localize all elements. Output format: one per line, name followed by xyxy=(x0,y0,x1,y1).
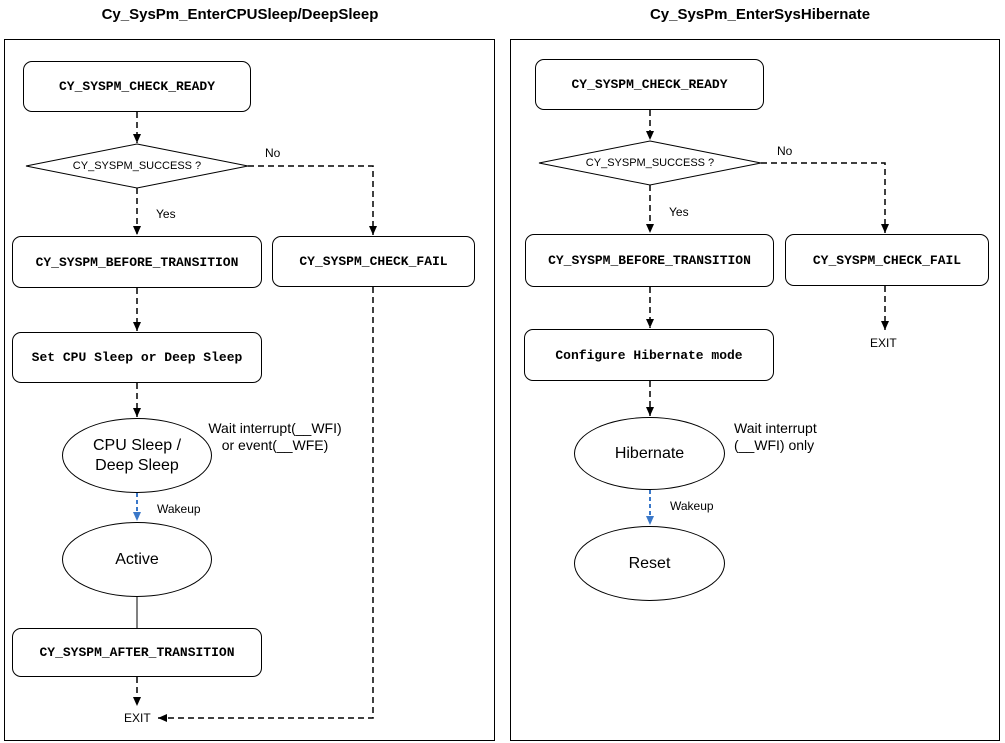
right-exit-label: EXIT xyxy=(870,336,897,350)
left-sleep-state-line1: CPU Sleep / xyxy=(92,436,182,454)
left-check-fail-box: CY_SYSPM_CHECK_FAIL xyxy=(272,236,475,287)
left-yes-label: Yes xyxy=(156,207,176,221)
right-decision-label: CY_SYSPM_SUCCESS ? xyxy=(585,157,715,169)
left-sleep-state: CPU Sleep / Deep Sleep xyxy=(62,418,212,493)
left-wait-note-line2: or event(__WFE) xyxy=(221,437,329,453)
right-configure-hibernate-box: Configure Hibernate mode xyxy=(524,329,774,381)
left-exit-label: EXIT xyxy=(124,711,151,725)
left-sleep-state-line2: Deep Sleep xyxy=(95,456,179,474)
right-diagram-title: Cy_SysPm_EnterSysHibernate xyxy=(649,6,871,23)
right-wait-note-line2: (__WFI) only xyxy=(734,437,815,453)
left-no-label: No xyxy=(265,146,281,160)
right-reset-state: Reset xyxy=(574,526,725,601)
right-check-ready-box: CY_SYSPM_CHECK_READY xyxy=(535,59,764,110)
right-hibernate-state: Hibernate xyxy=(574,417,725,490)
right-no-label: No xyxy=(777,144,793,158)
left-active-state: Active xyxy=(62,522,212,597)
left-wait-note: Wait interrupt(__WFI) or event(__WFE) xyxy=(204,420,346,454)
left-after-transition-box: CY_SYSPM_AFTER_TRANSITION xyxy=(12,628,262,677)
left-set-sleep-box: Set CPU Sleep or Deep Sleep xyxy=(12,332,262,383)
left-wait-note-line1: Wait interrupt(__WFI) xyxy=(208,420,342,436)
right-wait-note-line1: Wait interrupt xyxy=(734,420,817,436)
left-diagram-title: Cy_SysPm_EnterCPUSleep/DeepSleep xyxy=(101,6,379,23)
left-before-transition-box: CY_SYSPM_BEFORE_TRANSITION xyxy=(12,236,262,288)
right-wakeup-label: Wakeup xyxy=(670,499,714,513)
right-wait-note: Wait interrupt (__WFI) only xyxy=(734,420,828,454)
right-check-fail-box: CY_SYSPM_CHECK_FAIL xyxy=(785,234,989,286)
left-decision-label: CY_SYSPM_SUCCESS ? xyxy=(72,160,202,172)
right-yes-label: Yes xyxy=(669,205,689,219)
left-check-ready-box: CY_SYSPM_CHECK_READY xyxy=(23,61,251,112)
right-before-transition-box: CY_SYSPM_BEFORE_TRANSITION xyxy=(525,234,774,287)
left-wakeup-label: Wakeup xyxy=(157,502,201,516)
